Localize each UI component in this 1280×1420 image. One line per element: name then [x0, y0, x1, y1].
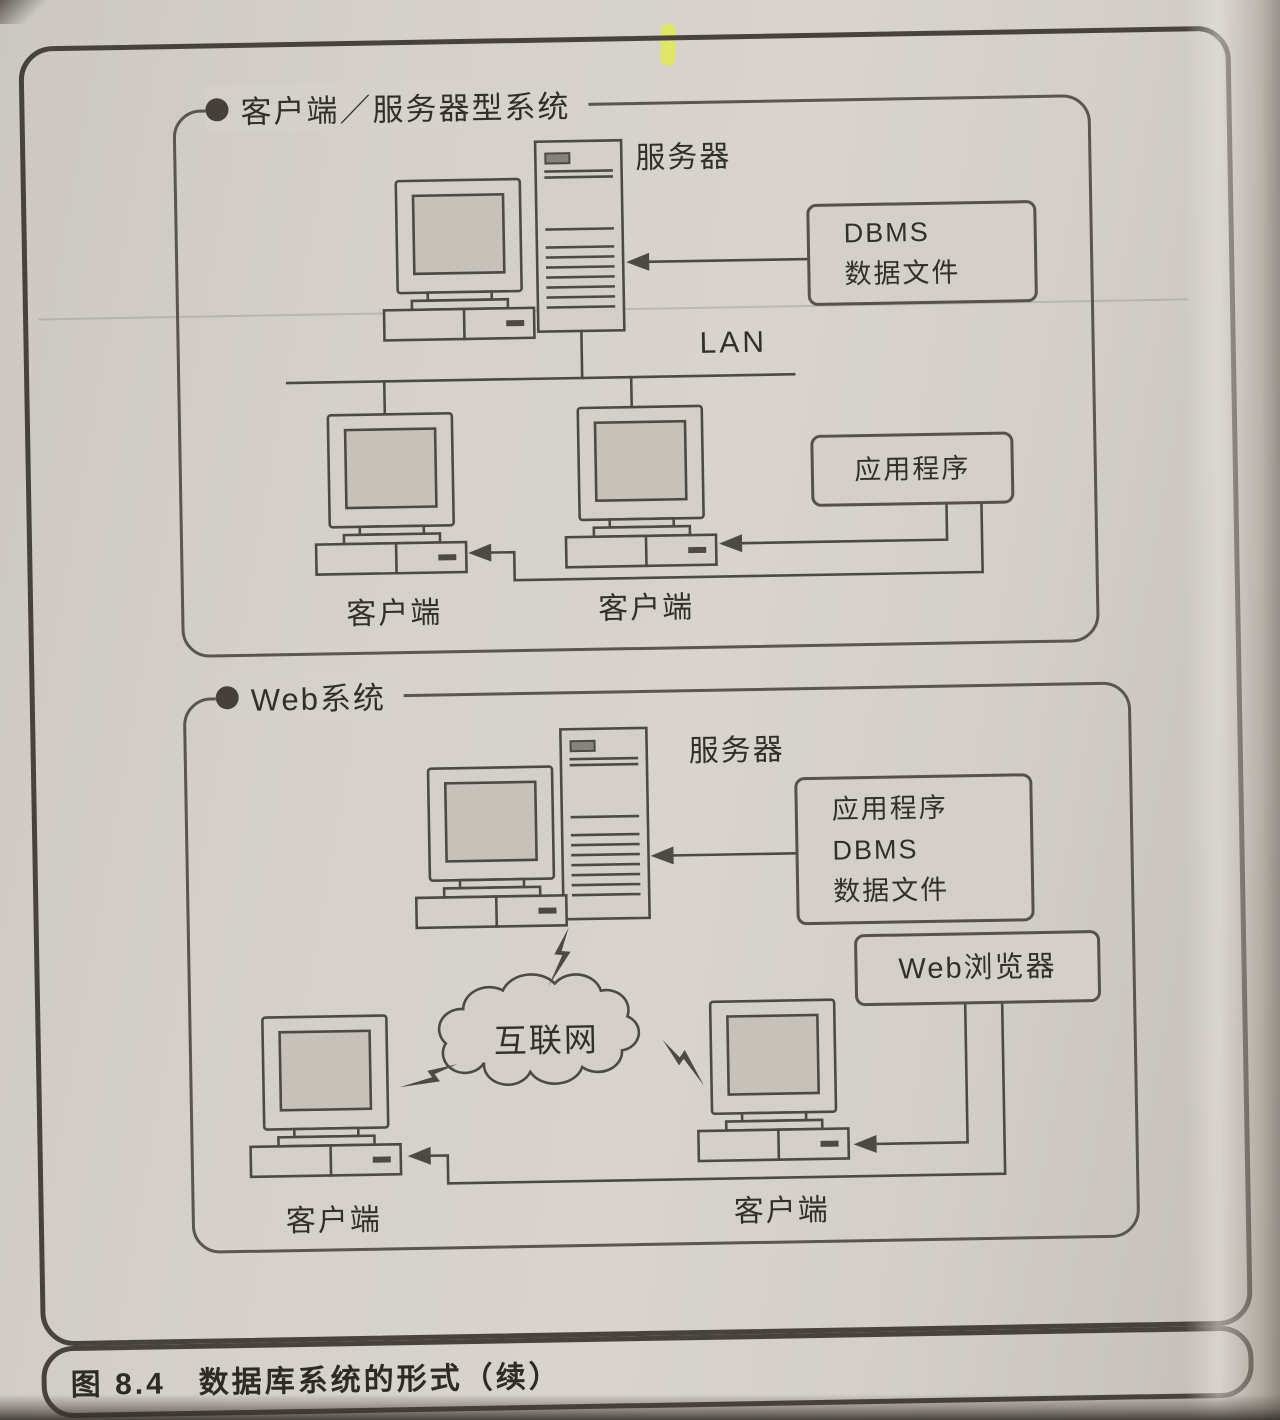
- app-arrow-left-head: [468, 543, 492, 562]
- page-edge-shadow-right: [1185, 0, 1280, 1420]
- web-server-tower-icon: [559, 726, 651, 921]
- lan-line: [285, 372, 796, 385]
- browser-arrow-left-line: [428, 996, 1007, 1185]
- application-box: 应用程序: [810, 431, 1015, 507]
- section-client-server-header: 客户端／服务器型系统: [205, 79, 589, 133]
- internet-cloud: [437, 973, 641, 1086]
- section-bullet-icon: [215, 685, 239, 709]
- section-web-header: Web系统: [215, 671, 405, 721]
- web-server-desktop-icon: [412, 765, 569, 930]
- dbms-box: DBMS 数据文件: [806, 200, 1038, 307]
- section-title: Web系统: [250, 679, 387, 718]
- web-application-box-line2: DBMS: [832, 833, 919, 866]
- dbms-box-line2: 数据文件: [844, 257, 961, 290]
- client-left-lan-drop: [382, 380, 387, 418]
- web-application-box: 应用程序 DBMS 数据文件: [794, 773, 1035, 926]
- client-left-label: 客户端: [346, 596, 443, 632]
- internet-label: 互联网: [493, 1020, 600, 1060]
- section-bullet-icon: [205, 97, 229, 121]
- server-label: 服务器: [635, 140, 732, 175]
- client-left-computer-icon: [312, 411, 468, 576]
- dbms-box-line1: DBMS: [843, 216, 930, 249]
- web-browser-box-line1: Web浏览器: [898, 950, 1057, 986]
- dbms-arrow-line: [645, 257, 809, 264]
- page-edge-shadow-bottom: [0, 1394, 1280, 1420]
- web-server-label: 服务器: [688, 733, 786, 769]
- browser-arrow-right-line: [872, 997, 969, 1146]
- server-lan-link: [580, 329, 584, 380]
- web-client-right-computer-icon: [694, 998, 851, 1163]
- web-client-left-label: 客户端: [285, 1203, 383, 1239]
- app-arrow-right-head: [719, 534, 743, 553]
- browser-arrow-left-head: [407, 1146, 431, 1165]
- web-browser-box: Web浏览器: [853, 930, 1102, 1007]
- web-application-box-line3: 数据文件: [832, 874, 950, 907]
- section-title: 客户端／服务器型系统: [240, 88, 571, 130]
- client-right-computer-icon: [562, 404, 718, 569]
- application-box-line1: 应用程序: [854, 452, 971, 485]
- web-application-box-line1: 应用程序: [831, 792, 949, 825]
- server-tower-icon: [533, 138, 626, 334]
- app-arrow-left-line: [487, 496, 984, 582]
- client-right-label: 客户端: [597, 591, 695, 626]
- browser-arrow-right-head: [853, 1134, 877, 1153]
- web-app-arrow-line: [669, 851, 797, 857]
- dbms-arrow-head: [626, 252, 650, 271]
- page-corner-shadow: [0, 0, 46, 24]
- web-app-arrow-head: [650, 846, 674, 865]
- client-right-lan-drop: [629, 375, 634, 411]
- app-arrow-right-line: [735, 497, 949, 545]
- lightning-right-icon: [654, 1036, 715, 1086]
- lan-label: LAN: [699, 325, 768, 360]
- web-client-right-label: 客户端: [733, 1193, 831, 1229]
- web-client-left-computer-icon: [247, 1013, 403, 1179]
- server-desktop-icon: [380, 177, 536, 342]
